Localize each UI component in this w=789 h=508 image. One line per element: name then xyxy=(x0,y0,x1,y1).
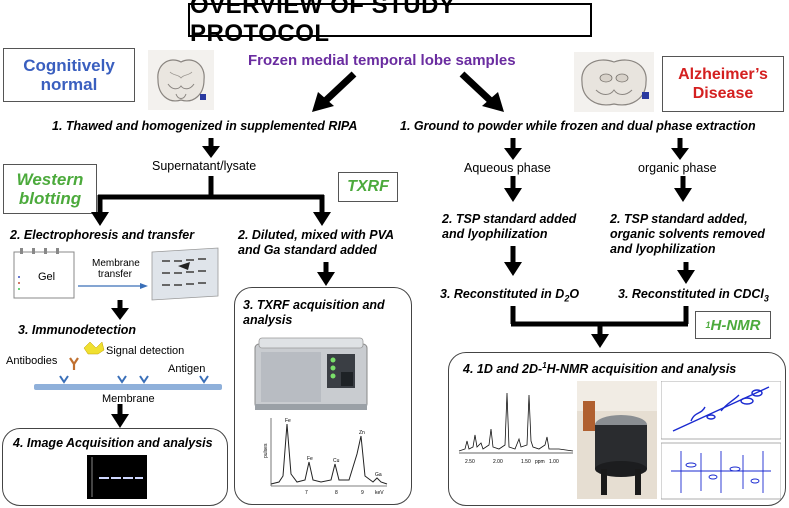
image-acquisition-panel: 4. Image Acquisition and analysis xyxy=(2,428,228,506)
organic-phase-label: organic phase xyxy=(638,161,717,175)
nmr-step4-end: H-NMR acquisition and analysis xyxy=(546,362,737,377)
h-nmr-tag-sup: 1 xyxy=(705,320,711,330)
spectrum-tick-7: 7 xyxy=(305,490,308,496)
txrf-instrument-image xyxy=(254,337,368,410)
aq-step2-line1: 2. TSP standard added xyxy=(442,212,577,226)
spectrum-peak-ga: Ga xyxy=(375,472,382,478)
brain-section-normal-image xyxy=(148,50,214,110)
txrf-step3-line1: 3. TXRF acquisition and xyxy=(243,298,385,312)
txrf-tag: TXRF xyxy=(338,172,398,202)
alzheimers-box: Alzheimer’s Disease xyxy=(662,56,784,112)
nmr-spectrometer-image xyxy=(577,381,657,499)
antibody-icon xyxy=(69,357,79,370)
immunodetection-illustration: Antibodies Signal detection Antigen Memb… xyxy=(6,341,222,405)
samples-heading: Frozen medial temporal lobe samples xyxy=(248,52,516,69)
cognitively-normal-box: Cognitively normal xyxy=(3,48,135,102)
signal-burst-icon xyxy=(83,341,105,355)
nmr-panel: 4. 1D and 2D-1H-NMR acquisition and anal… xyxy=(448,352,786,506)
nmr-step4-text: 4. 1D and 2D- xyxy=(463,362,543,377)
gel-label: Gel xyxy=(38,271,55,283)
txrf-step2: 2. Diluted, mixed with PVA and Ga standa… xyxy=(238,228,394,258)
org-step2-line3: and lyophilization xyxy=(610,242,716,256)
supernatant-label: Supernatant/lysate xyxy=(152,159,257,173)
txrf-spectrum: pulses Fe Fe Cu Zn Ga 7 8 9 keV xyxy=(263,418,388,496)
western-blotting-line2: blotting xyxy=(18,189,82,208)
wb-step4: 4. Image Acquisition and analysis xyxy=(13,436,213,450)
nmr-step4: 4. 1D and 2D-1H-NMR acquisition and anal… xyxy=(463,361,736,376)
txrf-panel: 3. TXRF acquisition and analysis pulses … xyxy=(234,287,412,505)
spectrum-peak-cu: Cu xyxy=(333,458,340,464)
right-step1: 1. Ground to powder while frozen and dua… xyxy=(400,119,756,133)
aq-step2-line2: and lyophilization xyxy=(442,227,548,241)
txrf-step3-line2: analysis xyxy=(243,313,293,327)
spectrum-peak-fe2: Fe xyxy=(307,456,313,462)
page-title: OVERVIEW OF STUDY PROTOCOL xyxy=(188,0,592,47)
alzheimers-label-line2: Disease xyxy=(692,85,754,102)
spectrum-ylabel: pulses xyxy=(263,443,269,458)
left-step1: 1. Thawed and homogenized in supplemente… xyxy=(52,119,358,133)
nmr-step4-sup: 1 xyxy=(542,361,547,370)
spectrum-peak-zn: Zn xyxy=(359,430,365,436)
gel-transfer-illustration: Gel Membrane transfer xyxy=(13,247,219,301)
org-step2-line2: organic solvents removed xyxy=(610,227,765,241)
membrane-transfer-line2: transfer xyxy=(98,269,133,280)
spectrum-peak-fe1: Fe xyxy=(285,418,291,424)
nmr-tick-250: 2.50 xyxy=(465,459,475,465)
cognitively-normal-label-line1: Cognitively xyxy=(23,56,115,75)
brain-section-alzheimers-image xyxy=(574,52,654,112)
cognitively-normal-label-line2: normal xyxy=(40,75,98,94)
nmr-2d-spectra xyxy=(661,381,781,500)
wb-step2: 2. Electrophoresis and transfer xyxy=(10,228,195,242)
aq-step2: 2. TSP standard added and lyophilization xyxy=(442,212,576,242)
nmr-tick-200: 2.00 xyxy=(493,459,503,465)
nmr-1d-spectrum: 2.50 2.00 1.50 ppm 1.00 xyxy=(458,392,574,465)
aq-step3-sub: 2 xyxy=(564,293,570,304)
org-step3: 3. Reconstituted in CDCl3 xyxy=(618,287,769,304)
nmr-unit: ppm xyxy=(535,459,545,465)
org-step3-text: 3. Reconstituted in CDCl xyxy=(618,287,764,301)
membrane-label: Membrane xyxy=(102,393,155,405)
aq-step3-end: O xyxy=(569,287,580,301)
spectrum-xlabel: keV xyxy=(375,490,384,496)
txrf-step3: 3. TXRF acquisition and analysis xyxy=(243,298,385,328)
spectrum-tick-8: 8 xyxy=(335,490,338,496)
spectrum-tick-9: 9 xyxy=(361,490,364,496)
aq-step3-text: 3. Reconstituted in D xyxy=(440,287,565,301)
aqueous-phase-label: Aqueous phase xyxy=(464,161,551,175)
h-nmr-tag-text: H-NMR xyxy=(710,316,761,334)
arrow-to-right-branch xyxy=(459,71,504,112)
antibodies-label: Antibodies xyxy=(6,355,58,367)
wb-step3: 3. Immunodetection xyxy=(18,323,137,337)
org-step2-line1: 2. TSP standard added, xyxy=(610,212,748,226)
arrow-to-left-branch xyxy=(312,71,357,112)
nmr-tick-100: 1.00 xyxy=(549,459,559,465)
txrf-step2-line1: 2. Diluted, mixed with PVA xyxy=(238,228,395,242)
org-step3-sub: 3 xyxy=(763,293,769,304)
membrane-transfer-line1: Membrane xyxy=(92,258,140,269)
western-blotting-tag: Western blotting xyxy=(3,164,97,214)
txrf-step2-line2: and Ga standard added xyxy=(238,243,377,257)
membrane-bar xyxy=(34,384,222,390)
org-step2: 2. TSP standard added, organic solvents … xyxy=(610,212,765,257)
blot-image xyxy=(87,455,147,499)
western-blotting-line1: Western xyxy=(16,170,84,189)
nmr-tick-150: 1.50 xyxy=(521,459,531,465)
aq-step3: 3. Reconstituted in D2O xyxy=(440,287,579,304)
signal-detection-label: Signal detection xyxy=(106,345,184,357)
antigen-label: Antigen xyxy=(168,363,205,375)
alzheimers-label-line1: Alzheimer’s xyxy=(678,66,768,83)
